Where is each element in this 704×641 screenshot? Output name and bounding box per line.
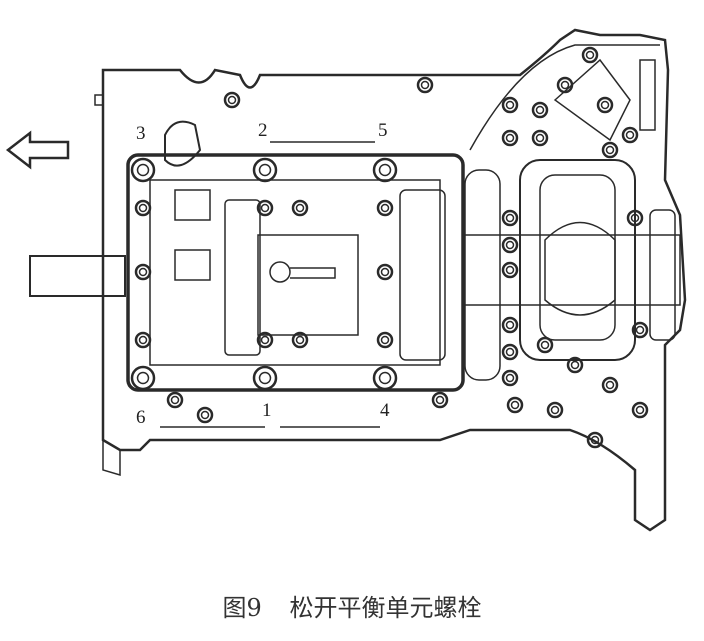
block-bolt bbox=[601, 376, 619, 394]
block-bolt bbox=[223, 91, 241, 109]
block-bolt bbox=[566, 356, 584, 374]
block-bolt bbox=[506, 396, 524, 414]
block-bolt bbox=[596, 96, 614, 114]
callout-5: 5 bbox=[378, 120, 388, 141]
block-bolt bbox=[501, 316, 519, 334]
block-bolt bbox=[536, 336, 554, 354]
balance-unit-housing bbox=[126, 153, 465, 392]
block-bolt bbox=[501, 129, 519, 147]
block-bolt bbox=[621, 126, 639, 144]
callout-2: 2 bbox=[258, 120, 268, 141]
block-bolt bbox=[556, 76, 574, 94]
block-bolt bbox=[196, 406, 214, 424]
balance-unit-bolt bbox=[372, 157, 398, 183]
block-bolt bbox=[256, 199, 274, 217]
block-bolt bbox=[376, 263, 394, 281]
balance-unit-bolt bbox=[130, 157, 156, 183]
callout-4: 4 bbox=[380, 400, 390, 421]
crankshaft-bearing-area bbox=[463, 234, 681, 306]
balance-shaft-end bbox=[29, 255, 126, 297]
block-bolt bbox=[501, 209, 519, 227]
callout-3: 3 bbox=[136, 123, 146, 144]
block-bolt bbox=[501, 236, 519, 254]
balance-unit-bolt bbox=[252, 365, 278, 391]
figure-number: 图9 bbox=[222, 594, 262, 622]
block-bolt bbox=[134, 331, 152, 349]
block-bolt bbox=[134, 263, 152, 281]
callout-1: 1 bbox=[262, 400, 272, 421]
block-bolt bbox=[431, 391, 449, 409]
block-bolt bbox=[291, 199, 309, 217]
block-bolt bbox=[501, 343, 519, 361]
block-bolt bbox=[501, 96, 519, 114]
balance-unit-bolt bbox=[372, 365, 398, 391]
block-bolt bbox=[416, 76, 434, 94]
block-bolt bbox=[291, 331, 309, 349]
block-bolt bbox=[626, 209, 644, 227]
block-bolt bbox=[601, 141, 619, 159]
front-direction-arrow-icon bbox=[5, 130, 70, 170]
block-bolt bbox=[531, 129, 549, 147]
engine-block-diagram bbox=[5, 28, 687, 532]
block-bolt bbox=[376, 331, 394, 349]
block-bolt bbox=[256, 331, 274, 349]
block-bolt bbox=[501, 261, 519, 279]
block-bolt bbox=[631, 401, 649, 419]
figure-title: 松开平衡单元螺栓 bbox=[289, 594, 482, 622]
block-bolt bbox=[586, 431, 604, 449]
block-bolt bbox=[501, 369, 519, 387]
block-bolt bbox=[376, 199, 394, 217]
block-bolt bbox=[546, 401, 564, 419]
block-bolt bbox=[531, 101, 549, 119]
callout-6: 6 bbox=[136, 407, 146, 428]
block-bolt bbox=[134, 199, 152, 217]
balance-unit-bolt bbox=[130, 365, 156, 391]
block-bolt bbox=[581, 46, 599, 64]
block-bolt bbox=[631, 321, 649, 339]
figure-caption: 图9 松开平衡单元螺栓 bbox=[0, 588, 704, 623]
balance-unit-bolt bbox=[252, 157, 278, 183]
block-bolt bbox=[166, 391, 184, 409]
